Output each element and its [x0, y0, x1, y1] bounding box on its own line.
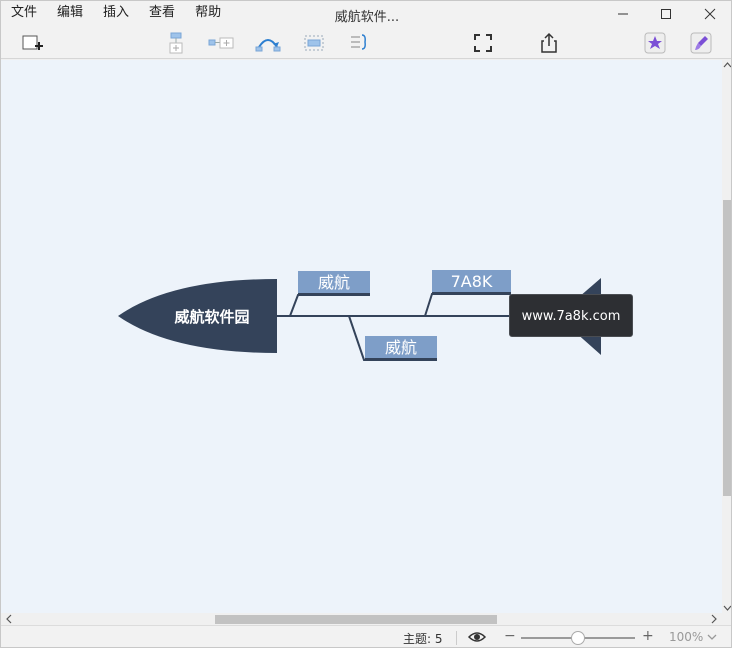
fullscreen-button[interactable]: [470, 30, 496, 56]
chevron-down-icon[interactable]: [706, 629, 718, 645]
maximize-icon: [661, 9, 671, 19]
theme-icon: [644, 32, 666, 54]
format-icon: [690, 32, 712, 54]
relationship-button[interactable]: [254, 30, 282, 56]
add-topic-icon: [208, 37, 234, 49]
status-bar: 主题: 5 − + 100%: [1, 625, 731, 647]
new-sheet-icon: [22, 35, 43, 50]
url-tooltip: www.7a8k.com: [509, 294, 633, 337]
menu-file[interactable]: 文件: [11, 5, 38, 20]
maximize-button[interactable]: [644, 1, 688, 27]
branch-upper-right: [424, 293, 511, 317]
summary-icon: [351, 34, 366, 50]
central-topic[interactable]: 威航软件园: [174, 308, 250, 326]
mindmap-canvas[interactable]: 威航软件园 威航 7A8K 威航 www.7a8k.com: [1, 60, 722, 613]
scroll-right-icon[interactable]: [709, 613, 719, 625]
vertical-scrollbar-thumb[interactable]: [723, 200, 731, 496]
scroll-left-icon[interactable]: [4, 613, 14, 625]
subtopic-lower[interactable]: 威航: [365, 336, 437, 360]
zoom-slider-thumb[interactable]: [571, 631, 585, 645]
menu-view[interactable]: 查看: [149, 5, 176, 20]
subtopic-upper-right[interactable]: 7A8K: [432, 270, 511, 294]
menu-help[interactable]: 帮助: [195, 5, 222, 20]
add-topic-button[interactable]: [207, 30, 237, 56]
share-button[interactable]: [536, 30, 562, 56]
branch-upper-left: [289, 294, 370, 317]
fullscreen-icon: [474, 34, 492, 52]
share-icon: [541, 32, 557, 53]
close-button[interactable]: [688, 1, 731, 27]
add-subtopic-icon: [169, 32, 183, 54]
window-title: 威航软件...: [334, 10, 400, 25]
horizontal-scrollbar[interactable]: [1, 613, 722, 625]
horizontal-scrollbar-thumb[interactable]: [215, 615, 497, 624]
zoom-in-button[interactable]: +: [642, 628, 654, 644]
toolbar: [1, 27, 731, 59]
menu-insert[interactable]: 插入: [103, 5, 130, 20]
menu-edit[interactable]: 编辑: [57, 5, 84, 20]
format-button[interactable]: [688, 30, 714, 56]
scroll-up-icon[interactable]: [722, 60, 732, 70]
add-subtopic-button[interactable]: [163, 30, 189, 56]
new-sheet-button[interactable]: [20, 30, 46, 56]
zoom-out-button[interactable]: −: [504, 628, 516, 644]
relationship-icon: [255, 39, 281, 52]
minimize-button[interactable]: [601, 1, 645, 27]
topic-count: 主题: 5: [403, 632, 443, 646]
boundary-button[interactable]: [301, 30, 327, 56]
vertical-scrollbar[interactable]: [722, 60, 732, 613]
boundary-icon: [304, 35, 324, 51]
minimize-icon: [618, 13, 628, 15]
branch-lower: [348, 315, 437, 361]
close-icon: [704, 8, 716, 20]
status-divider: [456, 631, 457, 645]
menu-bar: 文件 编辑 插入 查看 帮助: [11, 5, 241, 21]
scroll-down-icon[interactable]: [722, 603, 732, 613]
summary-button[interactable]: [346, 30, 372, 56]
subtopic-upper-left[interactable]: 威航: [298, 271, 370, 295]
title-bar: 文件 编辑 插入 查看 帮助 威航软件...: [1, 1, 731, 27]
central-topic-shape: [118, 279, 277, 353]
theme-button[interactable]: [642, 30, 668, 56]
eye-icon[interactable]: [467, 629, 487, 645]
zoom-level[interactable]: 100%: [669, 630, 704, 644]
